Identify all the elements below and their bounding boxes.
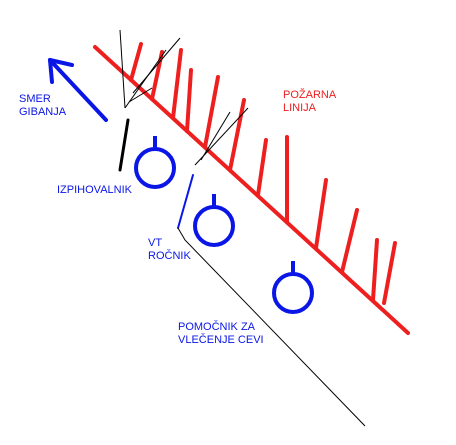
fire-line-hatch — [340, 208, 359, 274]
movement-direction-label-line2: GIBANJA — [19, 106, 67, 118]
blower-tool — [118, 118, 130, 172]
fire-line-hatch — [150, 50, 164, 101]
working-lines — [119, 29, 249, 166]
working-line — [132, 37, 181, 94]
person-hose-assistant — [272, 261, 314, 314]
fire-line-label-line1: POŽARNA — [283, 89, 337, 101]
person-body — [193, 205, 235, 247]
person-body — [134, 147, 176, 189]
person-body — [272, 272, 314, 314]
fire-line — [93, 45, 410, 335]
person-hose-nozzle-operator — [193, 194, 235, 247]
fire-line-hatch — [256, 138, 268, 197]
working-line — [128, 87, 153, 103]
hose-nozzle-operator-label-line1: VT — [148, 237, 163, 249]
hose-nozzle-operator-label-line2: ROČNIK — [148, 250, 191, 262]
fire-line-hatch — [382, 241, 397, 305]
hose-assistant-label: POMOČNIK ZA VLEČENJE CEVI — [178, 321, 264, 347]
hose-nozzle-operator-label: VT ROČNIK — [148, 237, 191, 263]
fire-line-label: POŽARNA LINIJA — [283, 89, 336, 115]
fire-line-hatch — [314, 178, 328, 250]
fire-line-hatch — [371, 238, 379, 302]
movement-direction-label: SMER GIBANJA — [19, 93, 66, 119]
fire-line-hatch — [171, 48, 183, 120]
hose-assistant-label-line1: POMOČNIK ZA — [178, 321, 256, 333]
hose-assistant-label-line2: VLEČENJE CEVI — [178, 334, 264, 346]
fire-line-hatch — [203, 75, 220, 149]
fire-line-label-line2: LINIJA — [283, 102, 317, 114]
hose-line — [177, 227, 366, 427]
fire-line-hatch — [228, 98, 246, 172]
fire-line-hatches — [129, 42, 397, 305]
hose-nozzle — [177, 174, 194, 229]
working-line — [200, 111, 231, 161]
person-blower-operator — [134, 136, 176, 189]
blower-operator-label: IZPIHOVALNIK — [57, 184, 132, 196]
movement-direction-label-line1: SMER — [19, 93, 51, 105]
fire-line-hatch — [185, 68, 193, 133]
arrow-up-left-icon — [48, 58, 108, 122]
working-line — [119, 29, 126, 109]
fire-line-hatch — [129, 42, 143, 82]
